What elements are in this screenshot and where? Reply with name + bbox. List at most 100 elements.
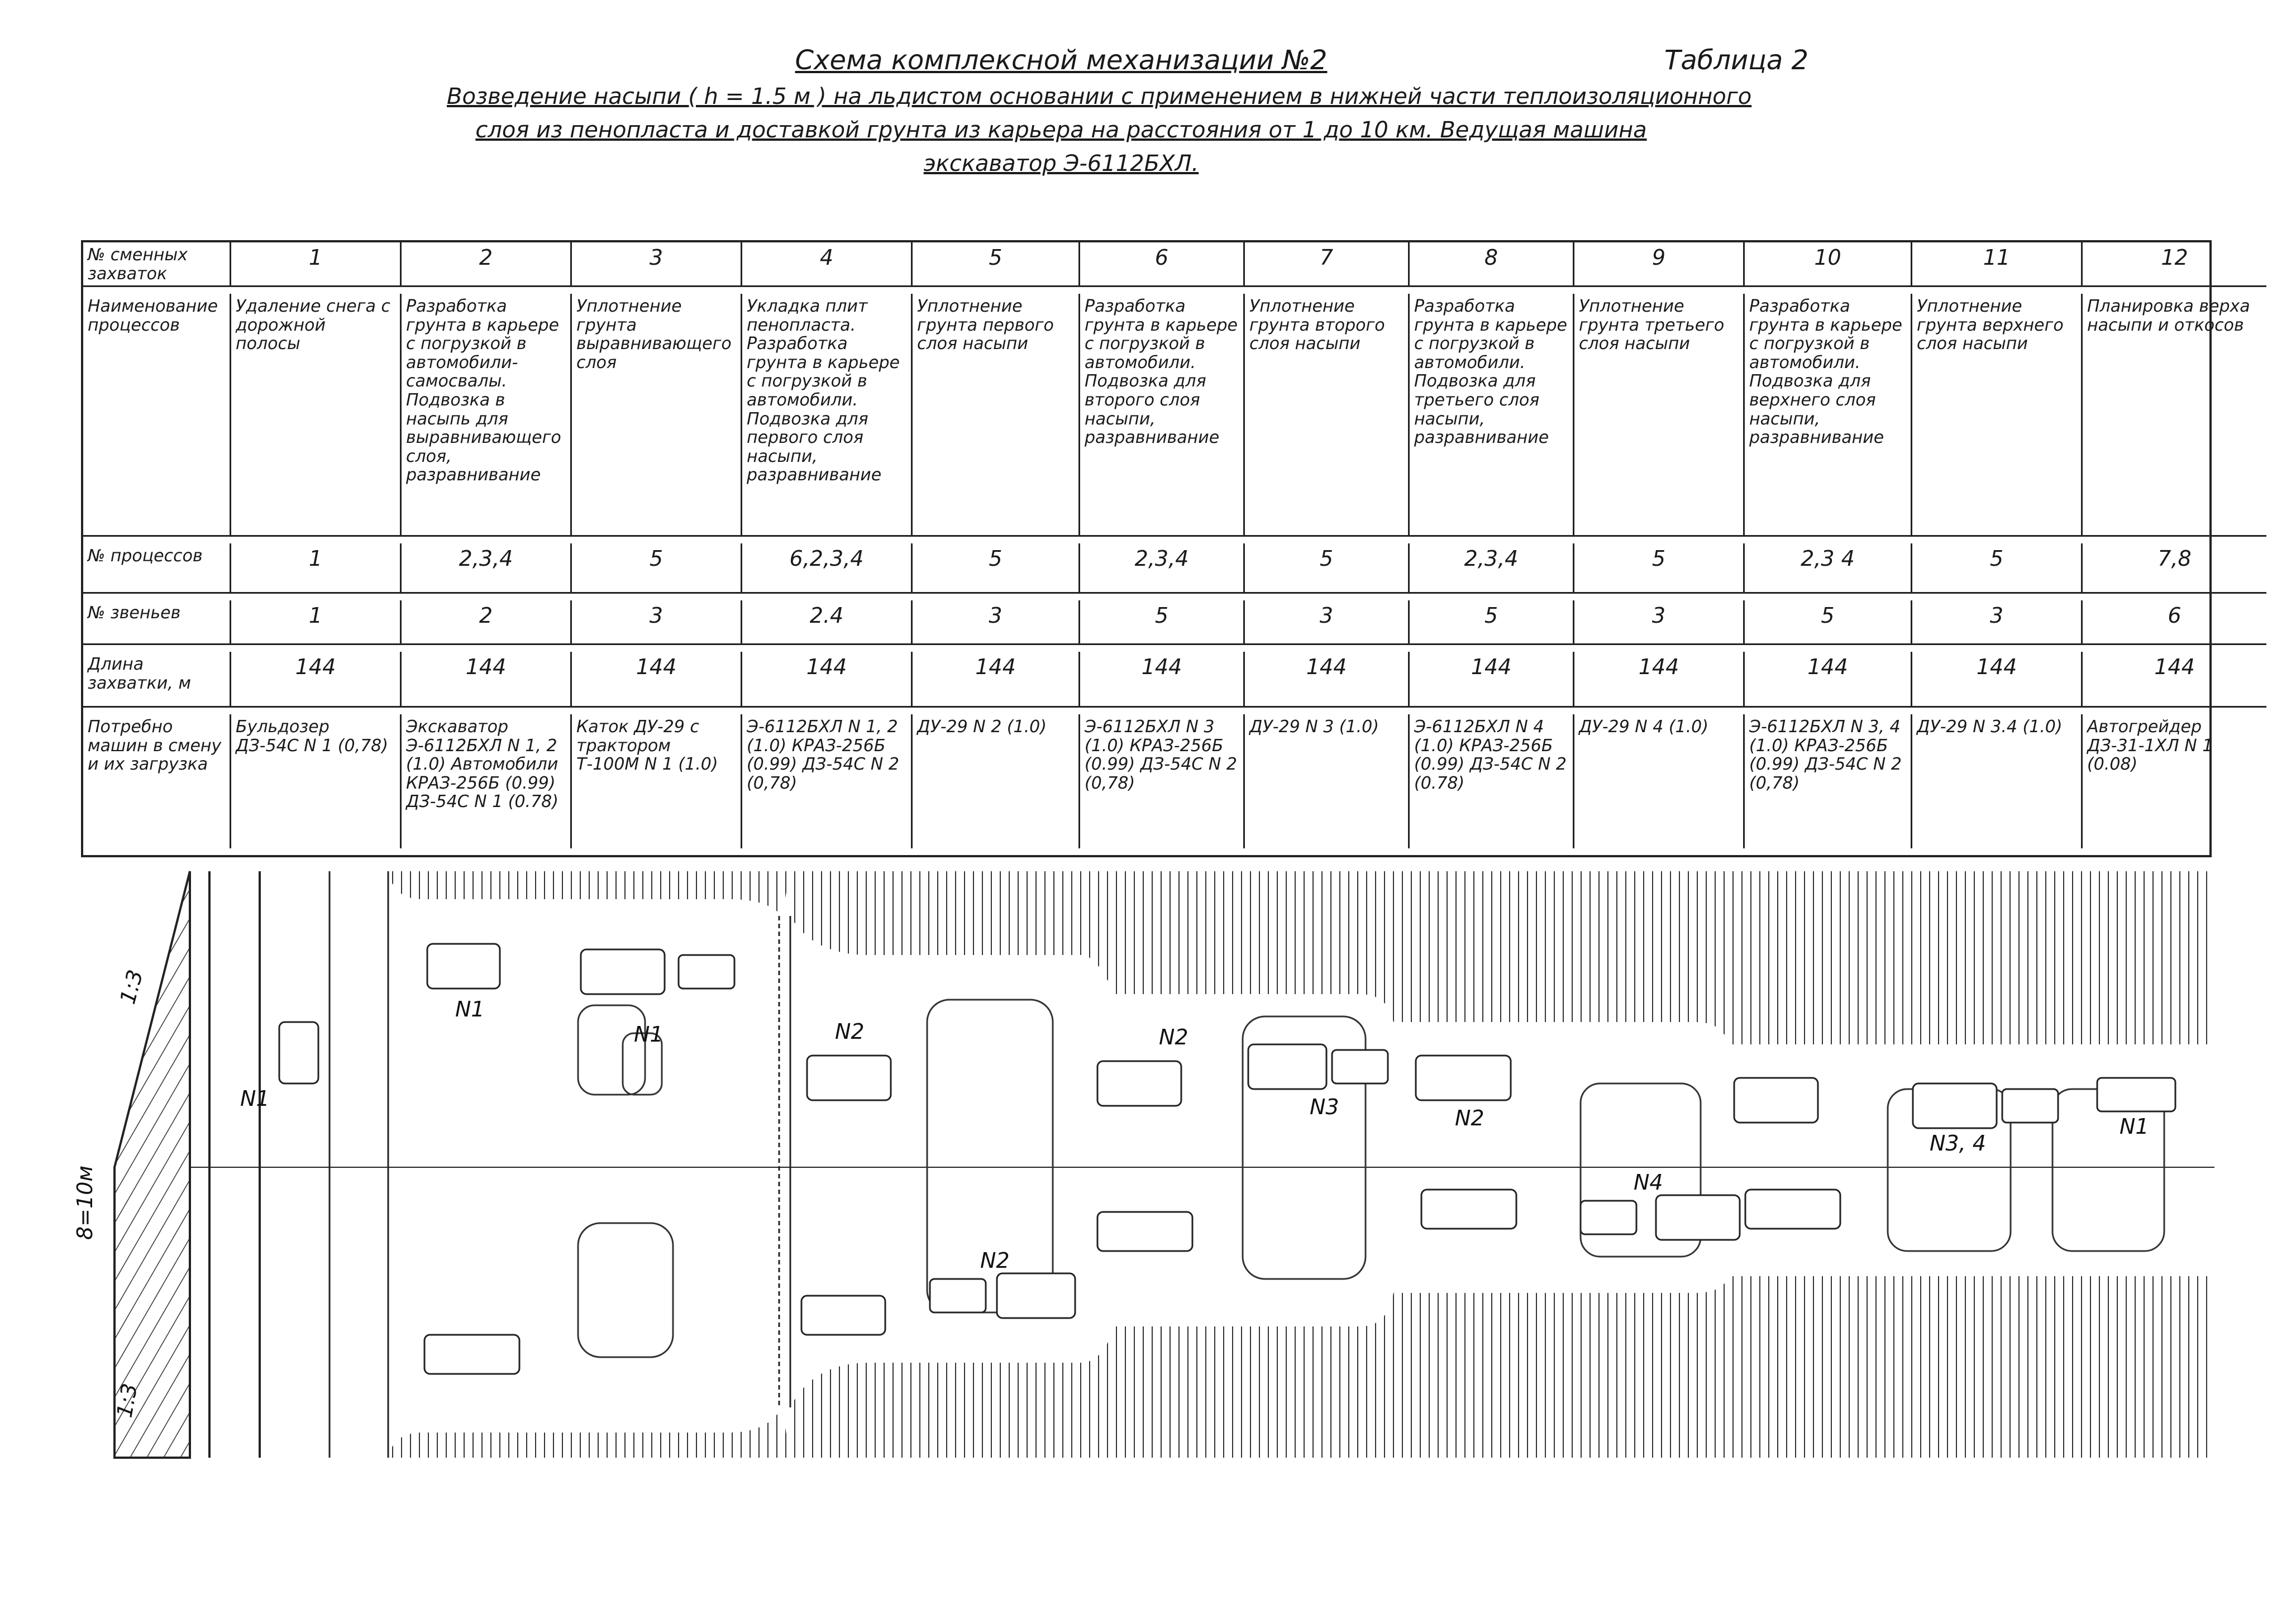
tractor-icon (1579, 1200, 1638, 1235)
cell-link-number-col-7: 3 (1245, 600, 1410, 645)
cell-link-number-col-2: 2 (402, 600, 572, 645)
cell-process-number-col-7: 5 (1245, 543, 1410, 594)
cell-machines-needed-col-11: ДУ-29 N 3.4 (1.0) (1912, 714, 2083, 848)
cell-process-name-col-11: Уплотнение грунта верхнего слоя насыпи (1912, 294, 2083, 537)
cell-capture-number-col-5: 5 (913, 242, 1080, 287)
cell-capture-number-col-6: 6 (1080, 242, 1245, 287)
excavator-icon (806, 1054, 892, 1101)
cell-process-number-col-12: 7,8 (2083, 543, 2266, 594)
compactor-icon (996, 1272, 1076, 1319)
cell-machines-needed-col-10: Э-6112БХЛ N 3, 4 (1.0) КРАЗ-256Б (0.99) … (1745, 714, 1912, 848)
cell-machines-needed-col-8: Э-6112БХЛ N 4 (1.0) КРАЗ-256Б (0.99) ДЗ-… (1410, 714, 1574, 848)
dump-truck-icon (800, 1295, 886, 1336)
embankment-outline (190, 871, 2214, 1458)
cell-process-name-col-2: Разработка грунта в карьере с погрузкой … (402, 294, 572, 537)
excavator-icon (1096, 1060, 1182, 1107)
cell-process-number-col-2: 2,3,4 (402, 543, 572, 594)
cell-machines-needed-col-7: ДУ-29 N 3 (1.0) (1245, 714, 1410, 848)
document-title: Схема комплексной механизации №2 (795, 45, 1328, 76)
cell-link-number-col-1: 1 (231, 600, 402, 645)
cell-process-number-col-9: 5 (1574, 543, 1745, 594)
n3-col7-label: N3 (1310, 1095, 1339, 1119)
tractor-icon (929, 1278, 987, 1314)
cell-link-number-col-8: 5 (1410, 600, 1574, 645)
cell-capture-number-col-12: 12 (2083, 242, 2266, 287)
cell-link-number-col-12: 6 (2083, 600, 2266, 645)
dump-truck-icon (1744, 1188, 1841, 1230)
cell-capture-number-col-3: 3 (572, 242, 742, 287)
table-label: Таблица 2 (1664, 45, 1809, 76)
n1-col12-label: N1 (2120, 1114, 2149, 1139)
width-label: 8=10м (75, 1166, 97, 1240)
cell-process-name-col-1: Удаление снега с дорожной полосы (231, 294, 402, 537)
cell-link-number-col-6: 5 (1080, 600, 1245, 645)
row-header-machines-needed: Потребно машин в смену и их загрузка (83, 714, 231, 848)
bulldozer-icon (278, 1021, 319, 1085)
embankment-slope: 1:3 1:3 8=10м (75, 871, 191, 1459)
n1-col3-label: N1 (634, 1022, 663, 1047)
cell-link-number-col-9: 3 (1574, 600, 1745, 645)
cell-link-number-col-10: 5 (1745, 600, 1912, 645)
cell-machines-needed-col-12: Автогрейдер ДЗ-31-1ХЛ N 1 (0.08) (2087, 717, 2213, 775)
machine-labels: N1 N1 N1 N2 N2 N2 N3 N2 N4 N3, 4 N1 (240, 997, 2149, 1273)
cell-machines-needed-col-6: Э-6112БХЛ N 3 (1.0) КРАЗ-256Б (0.99) ДЗ-… (1080, 714, 1245, 848)
dump-truck-icon (1096, 1211, 1194, 1252)
dump-truck-icon (423, 1334, 521, 1375)
cell-process-name-col-4: Укладка плит пенопласта. Разработка грун… (742, 294, 913, 537)
excavator-icon (1415, 1054, 1512, 1101)
row-header-capture-length: Длина захватки, м (83, 652, 231, 708)
cell-process-number-col-4: 6,2,3,4 (742, 543, 913, 594)
cell-capture-length-col-6: 144 (1080, 652, 1245, 708)
n4-col9-label: N4 (1634, 1170, 1663, 1195)
cell-capture-length-col-8: 144 (1410, 652, 1574, 708)
row-header-link-number: № звеньев (83, 600, 231, 645)
cell-machines-needed-col-2: Экскаватор Э-6112БХЛ N 1, 2 (1.0) Автомо… (402, 714, 572, 848)
cell-capture-length-col-3: 144 (572, 652, 742, 708)
n1-col2-label: N1 (455, 997, 485, 1021)
cell-capture-number-col-11: 11 (1912, 242, 2083, 287)
cell-link-number-col-5: 3 (913, 600, 1080, 645)
cell-capture-length-col-4: 144 (742, 652, 913, 708)
n2-col6-label: N2 (1159, 1025, 1188, 1049)
cell-capture-number-col-1: 1 (231, 242, 402, 287)
cell-process-number-col-6: 2,3,4 (1080, 543, 1245, 594)
n2-col5-label: N2 (980, 1248, 1010, 1273)
cell-machines-needed-col-3: Каток ДУ-29 с трактором Т-100М N 1 (1.0) (572, 714, 742, 848)
cell-capture-number-col-4: 4 (742, 242, 913, 287)
n2-col4-label: N2 (835, 1019, 865, 1044)
cell-link-number-col-11: 3 (1912, 600, 2083, 645)
compactor-icon (580, 948, 666, 995)
construction-scheme: 1:3 1:3 8=10м (75, 871, 2214, 1459)
excavator-icon (1733, 1077, 1819, 1124)
cell-process-name-col-9: Уплотнение грунта третьего слоя насыпи (1574, 294, 1745, 537)
vehicles (278, 943, 2176, 1375)
compactor-icon (1912, 1082, 1998, 1129)
cell-link-number-col-3: 3 (572, 600, 742, 645)
subtitle-line-1: Возведение насыпи ( h = 1.5 м ) на льдис… (447, 84, 1752, 109)
road-strip (208, 871, 331, 1458)
cell-capture-length-col-7: 144 (1245, 652, 1410, 708)
cell-capture-length-col-9: 144 (1574, 652, 1745, 708)
row-header-process-name: Наименование процессов (83, 294, 231, 537)
cell-process-name-col-7: Уплотнение грунта второго слоя насыпи (1245, 294, 1410, 537)
n34-col11-label: N3, 4 (1930, 1131, 1986, 1156)
cell-process-number-col-1: 1 (231, 543, 402, 594)
slope-bottom-label: 1:3 (112, 1382, 142, 1420)
subtitle-line-3: экскаватор Э-6112БХЛ. (923, 151, 1199, 176)
cell-capture-number-col-8: 8 (1410, 242, 1574, 287)
cell-process-name-col-6: Разработка грунта в карьере с погрузкой … (1080, 294, 1245, 537)
ground-hatching (388, 871, 2214, 1458)
cell-process-name-col-10: Разработка грунта в карьере с погрузкой … (1745, 294, 1912, 537)
cell-capture-number-col-7: 7 (1245, 242, 1410, 287)
title-block: Схема комплексной механизации №2 Возведе… (447, 45, 1752, 176)
row-header-process-number: № процессов (83, 543, 231, 594)
cell-capture-length-col-11: 144 (1912, 652, 2083, 708)
cell-process-number-col-8: 2,3,4 (1410, 543, 1574, 594)
compactor-icon (1247, 1043, 1328, 1090)
cell-process-number-col-11: 5 (1912, 543, 2083, 594)
cell-link-number-col-4: 2.4 (742, 600, 913, 645)
cell-capture-number-col-10: 10 (1745, 242, 1912, 287)
dump-truck-icon (1420, 1188, 1517, 1230)
tractor-icon (677, 954, 736, 990)
